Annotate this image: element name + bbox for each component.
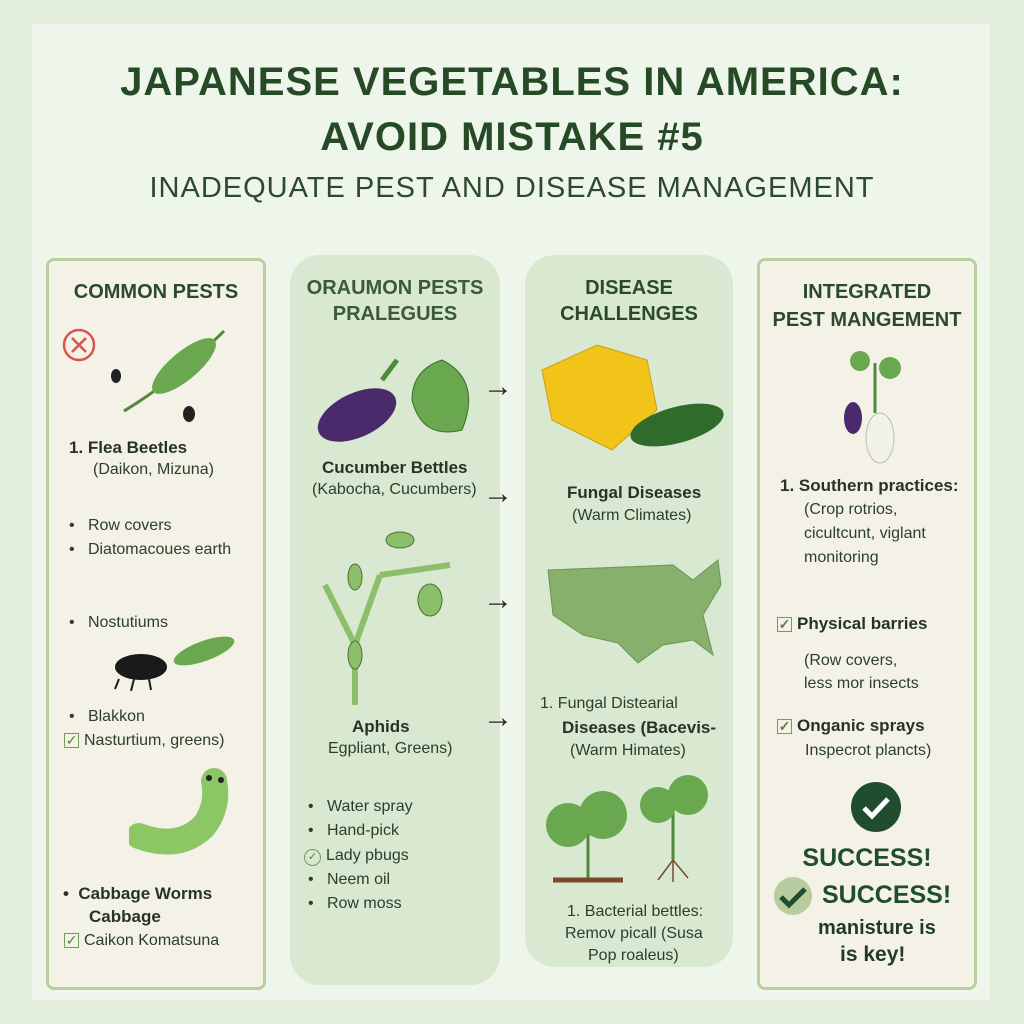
plants-with-roots-icon: [546, 775, 708, 883]
success-label: SUCCESS!: [822, 881, 952, 909]
panel-heading-line-1: INTEGRATED: [802, 281, 932, 303]
checked-item: ✓Caikon Komatsuna: [64, 932, 220, 949]
success-check-circle-icon: [851, 782, 901, 832]
ipm-item-line: (Crop rotrios,: [804, 501, 898, 518]
arrow-right-icon: →: [483, 370, 513, 403]
disease-line: 1. Fungal Distearial: [540, 695, 678, 712]
bullet-item: • Hand-pick: [308, 822, 399, 839]
panel-heading-line-1: DISEASE: [585, 277, 673, 299]
disease-line: Diseases (Bacevis-: [562, 718, 717, 737]
disease-subtitle: (Warm Climates): [572, 507, 692, 524]
title-line-2: AVOID MISTAKE #5: [320, 115, 704, 159]
bullet-item: • Blakkon: [69, 708, 145, 725]
check-badge-icon: [774, 877, 812, 915]
checkbox-icon: ✓: [64, 732, 79, 749]
checkbox-icon: ✓: [777, 718, 792, 735]
pest-title: 1. Flea Beetles: [69, 438, 188, 457]
bullet-item: • Row moss: [308, 895, 402, 912]
pest-subtitle: Cabbage: [89, 907, 161, 926]
disease-line: Remov picall (Susa: [565, 925, 703, 942]
integrated-pest-management-panel: INTEGRATED PEST MANGEMENT 1. Southern pr…: [757, 258, 977, 990]
ipm-item-line: (Row covers,: [804, 652, 898, 669]
panel-heading-line-1: ORAUMON PESTS: [306, 277, 484, 299]
ipm-checked-item: ✓Onganic sprays: [777, 716, 925, 735]
leaf-with-beetles-icon: [111, 329, 226, 422]
checkbox-icon: ✓: [64, 932, 79, 949]
bullet-item: • Neem oil: [308, 871, 391, 888]
pest-title: Cucumber Bettles: [322, 458, 468, 477]
disease-challenges-panel: DISEASE CHALLENGES Fungal Diseases (Warm…: [525, 255, 733, 967]
disease-line: Pop roaleus): [588, 947, 679, 964]
key-message-line-1: manisture is: [818, 917, 936, 939]
bullet-item: • Nostutiums: [69, 614, 168, 631]
ipm-checked-item: ✓Physical barries: [777, 614, 928, 633]
ipm-item-line: less mor insects: [804, 675, 919, 692]
caterpillar-icon: [129, 768, 229, 855]
bullet-item: • Diatomacoues earth: [69, 541, 232, 558]
panel-heading-line-2: PRALEGUES: [332, 303, 458, 325]
checked-item: ✓Nasturtium, greens): [64, 732, 225, 749]
disease-line: (Warm Himates): [570, 742, 686, 759]
arrow-right-icon: →: [483, 701, 513, 734]
pest-crops: Egpliant, Greens): [328, 740, 453, 757]
diseased-leaf-and-cucumber-icon: [541, 344, 724, 451]
title-line-1: JAPANESE VEGETABLES IN AMERICA:: [120, 60, 904, 104]
pest-title: • Cabbage Worms: [63, 884, 213, 903]
beetle-eating-leaf-icon: [114, 636, 235, 691]
subtitle: INADEQUATE PEST AND DISEASE MANAGEMENT: [149, 172, 875, 204]
arrow-right-icon: →: [483, 477, 513, 510]
common-pests-panel: COMMON PESTS 1. Flea Beetles (Daikon, Mi…: [46, 258, 266, 990]
eggplant-and-leaf-icon: [317, 358, 470, 442]
pest-crops: (Daikon, Mizuna): [93, 461, 214, 478]
other-pests-panel: ORAUMON PESTS PRALEGUES Cucumber Bettles…: [290, 255, 500, 985]
panel-heading: COMMON PESTS: [73, 281, 239, 303]
check-circle-icon: ✓: [304, 849, 321, 866]
ipm-item-line: Inspecrot plancts): [805, 742, 932, 759]
ipm-item-title: 1. Southern practices:: [780, 476, 959, 495]
bullet-item: • Row covers: [69, 517, 172, 534]
ipm-item-line: monitoring: [804, 549, 879, 566]
pest-crops: (Kabocha, Cucumbers): [312, 481, 477, 498]
ipm-item-line: cicultcunt, viglant: [804, 525, 926, 542]
panel-heading-line-2: CHALLENGES: [560, 303, 698, 325]
arrow-right-icon: →: [483, 583, 513, 616]
aphids-on-stem-icon: [322, 531, 451, 705]
pest-title: Aphids: [352, 717, 410, 736]
panel-heading-line-2: PEST MANGEMENT: [772, 309, 962, 331]
x-circle-icon: [62, 328, 96, 362]
success-label: SUCCESS!: [802, 844, 932, 872]
checkbox-icon: ✓: [777, 616, 792, 633]
plant-with-daikon-and-eggplant-icon: [844, 351, 901, 464]
disease-title: Fungal Diseases: [567, 483, 702, 502]
us-map-icon: [547, 559, 722, 664]
bullet-item: • Water spray: [308, 798, 413, 815]
bullet-item: ✓Lady pbugs: [304, 847, 409, 866]
key-message-line-2: is key!: [840, 943, 906, 966]
disease-line: 1. Bacterial bettles:: [567, 903, 704, 920]
